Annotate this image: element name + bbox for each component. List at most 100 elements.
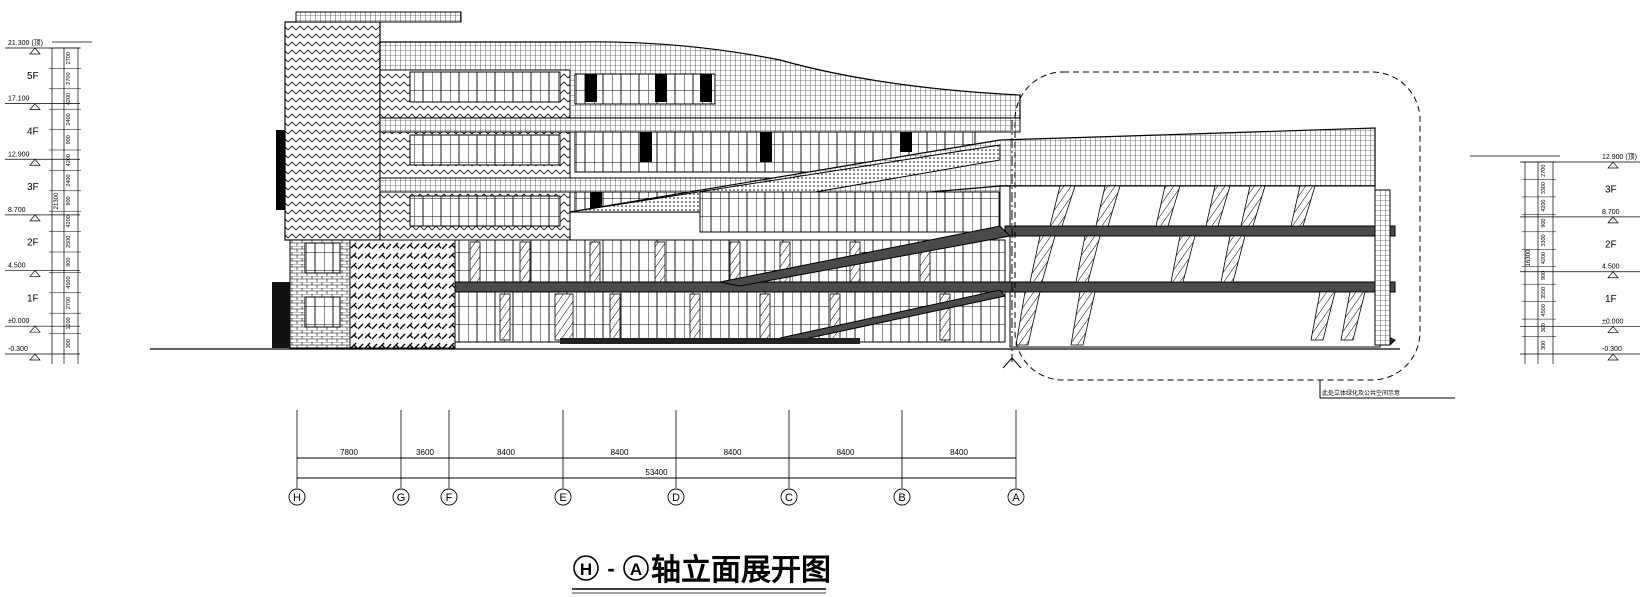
- axis-dimension-chain: H7800G3600F8400E8400D8400C8400B8400A5340…: [288, 410, 1025, 506]
- level-elevation: ±0.000: [1602, 319, 1623, 326]
- floor-label: 3F: [1605, 184, 1617, 195]
- level-dimension: 4500: [66, 276, 72, 288]
- axis-bubble: [667, 488, 685, 506]
- level-dimension: 900: [66, 196, 72, 205]
- level-dimension: 3300: [1541, 234, 1547, 246]
- level-dimension: 4200: [1541, 252, 1547, 264]
- level-elevation: 4.500: [1602, 264, 1620, 271]
- axis-bubble-end: [623, 555, 649, 581]
- axis-bubble: [288, 488, 306, 506]
- level-elevation: 4.500: [8, 263, 26, 270]
- axis-bubble: [392, 488, 410, 506]
- level-symbol: [29, 325, 41, 333]
- level-dimension: 900: [1541, 271, 1547, 280]
- level-dimension: 4200: [1541, 200, 1547, 212]
- dark-panel: [700, 74, 712, 102]
- axis-label: A: [1012, 492, 1020, 504]
- axis-spacing: 3600: [416, 448, 434, 457]
- dark-panel: [590, 192, 602, 210]
- title-text: 轴立面展开图: [651, 553, 831, 588]
- base-window-lower: [304, 296, 341, 328]
- axis-spacing: 8400: [611, 448, 629, 457]
- level-symbol: [29, 269, 41, 277]
- level-elevation: 8.700: [8, 207, 26, 214]
- title-dash: -: [607, 556, 614, 581]
- axis-bubble: [1007, 488, 1025, 506]
- curtain-wall-3f: [699, 191, 1001, 233]
- level-dimension: 4200: [66, 154, 72, 166]
- level-dimension: 2700: [66, 72, 72, 84]
- dark-panel: [585, 74, 597, 102]
- level-elevation: 21.300 (顶): [8, 39, 43, 47]
- roof-parapet: [295, 11, 462, 23]
- floor-label: 3F: [27, 182, 39, 193]
- level-symbol: [1607, 271, 1619, 279]
- dark-door: [272, 282, 290, 348]
- level-dimension: 300: [1541, 341, 1547, 350]
- axis-label: G: [397, 492, 406, 504]
- level-dimension: 4200: [66, 93, 72, 105]
- level-symbol: [1607, 216, 1619, 224]
- axis-label: E: [559, 492, 566, 504]
- level-symbol: [29, 353, 41, 361]
- level-dimension: 300: [1541, 323, 1547, 332]
- level-symbol: [29, 103, 41, 110]
- floor-label: 2F: [27, 238, 39, 249]
- level-elevation: 12.900: [8, 151, 30, 158]
- callout-note: 此处立体绿化及公共空间示意: [1322, 389, 1400, 397]
- level-dimension: 3300: [1541, 182, 1547, 194]
- windows-3f: [409, 195, 561, 227]
- level-symbol: [1607, 353, 1619, 361]
- level-dimension: 1200: [66, 317, 72, 329]
- slab-3f: [1004, 225, 1396, 237]
- drawing-title: H - A 轴立面展开图: [572, 553, 831, 594]
- level-total: 21300: [54, 192, 60, 209]
- dark-panel: [655, 74, 667, 102]
- axis-spacing: 8400: [950, 448, 968, 457]
- callout-boundary: [1014, 71, 1421, 381]
- axis-spacing: 8400: [497, 448, 515, 457]
- dark-panel: [760, 132, 772, 162]
- level-dimension: 4200: [66, 215, 72, 227]
- tower-side-panel: [276, 130, 285, 210]
- level-dimension: 2400: [66, 174, 72, 186]
- total-dimension: 53400: [645, 468, 668, 477]
- level-dimension: 900: [66, 135, 72, 144]
- level-elevation: -0.300: [8, 346, 28, 353]
- windows-5f-right: [574, 73, 716, 105]
- axis-bubble: [893, 488, 911, 506]
- level-dimension: 900: [66, 258, 72, 267]
- axis-spacing: 7800: [340, 448, 358, 457]
- floor-label: 1F: [1605, 294, 1617, 305]
- level-dimension: 300: [66, 339, 72, 348]
- level-symbol: [29, 47, 41, 55]
- level-elevation: 8.700: [1602, 209, 1620, 216]
- floor-label: 2F: [1605, 239, 1617, 250]
- windows-4f: [409, 134, 561, 166]
- level-dimension: 2400: [66, 113, 72, 125]
- slab-2f: [454, 281, 1396, 293]
- level-total: 16300: [1526, 249, 1532, 266]
- axis-bubble: [440, 488, 458, 506]
- level-dimension: 2700: [1541, 165, 1547, 177]
- green-wall: [349, 239, 456, 349]
- left-level-marks: 21.300 (顶)5F17.1004F12.9003F8.7002F4.500…: [5, 39, 92, 364]
- right-level-marks: 12.900 (顶)3F8.7002F4.5001F±0.000-0.30027…: [1470, 153, 1640, 364]
- floor-label: 4F: [27, 126, 39, 137]
- level-dimension: 2500: [66, 236, 72, 248]
- right-end-wall: [1374, 189, 1391, 346]
- axis-spacing: 8400: [724, 448, 742, 457]
- level-dimension: 2700: [66, 52, 72, 64]
- level-elevation: ±0.000: [8, 318, 29, 325]
- band-4f: [379, 117, 1021, 133]
- level-symbol: [29, 158, 41, 166]
- ramp-dotted-band: [569, 144, 1001, 213]
- level-elevation: 17.100: [8, 96, 30, 103]
- level-dimension: 3550: [1541, 287, 1547, 299]
- title-axis-end: A: [630, 560, 642, 579]
- curtain-wall-1f: [454, 291, 1006, 343]
- axis-label: C: [785, 492, 793, 504]
- title-axis-start: H: [580, 560, 592, 579]
- level-elevation: 12.900 (顶): [1602, 153, 1637, 161]
- axis-bubble: [554, 488, 572, 506]
